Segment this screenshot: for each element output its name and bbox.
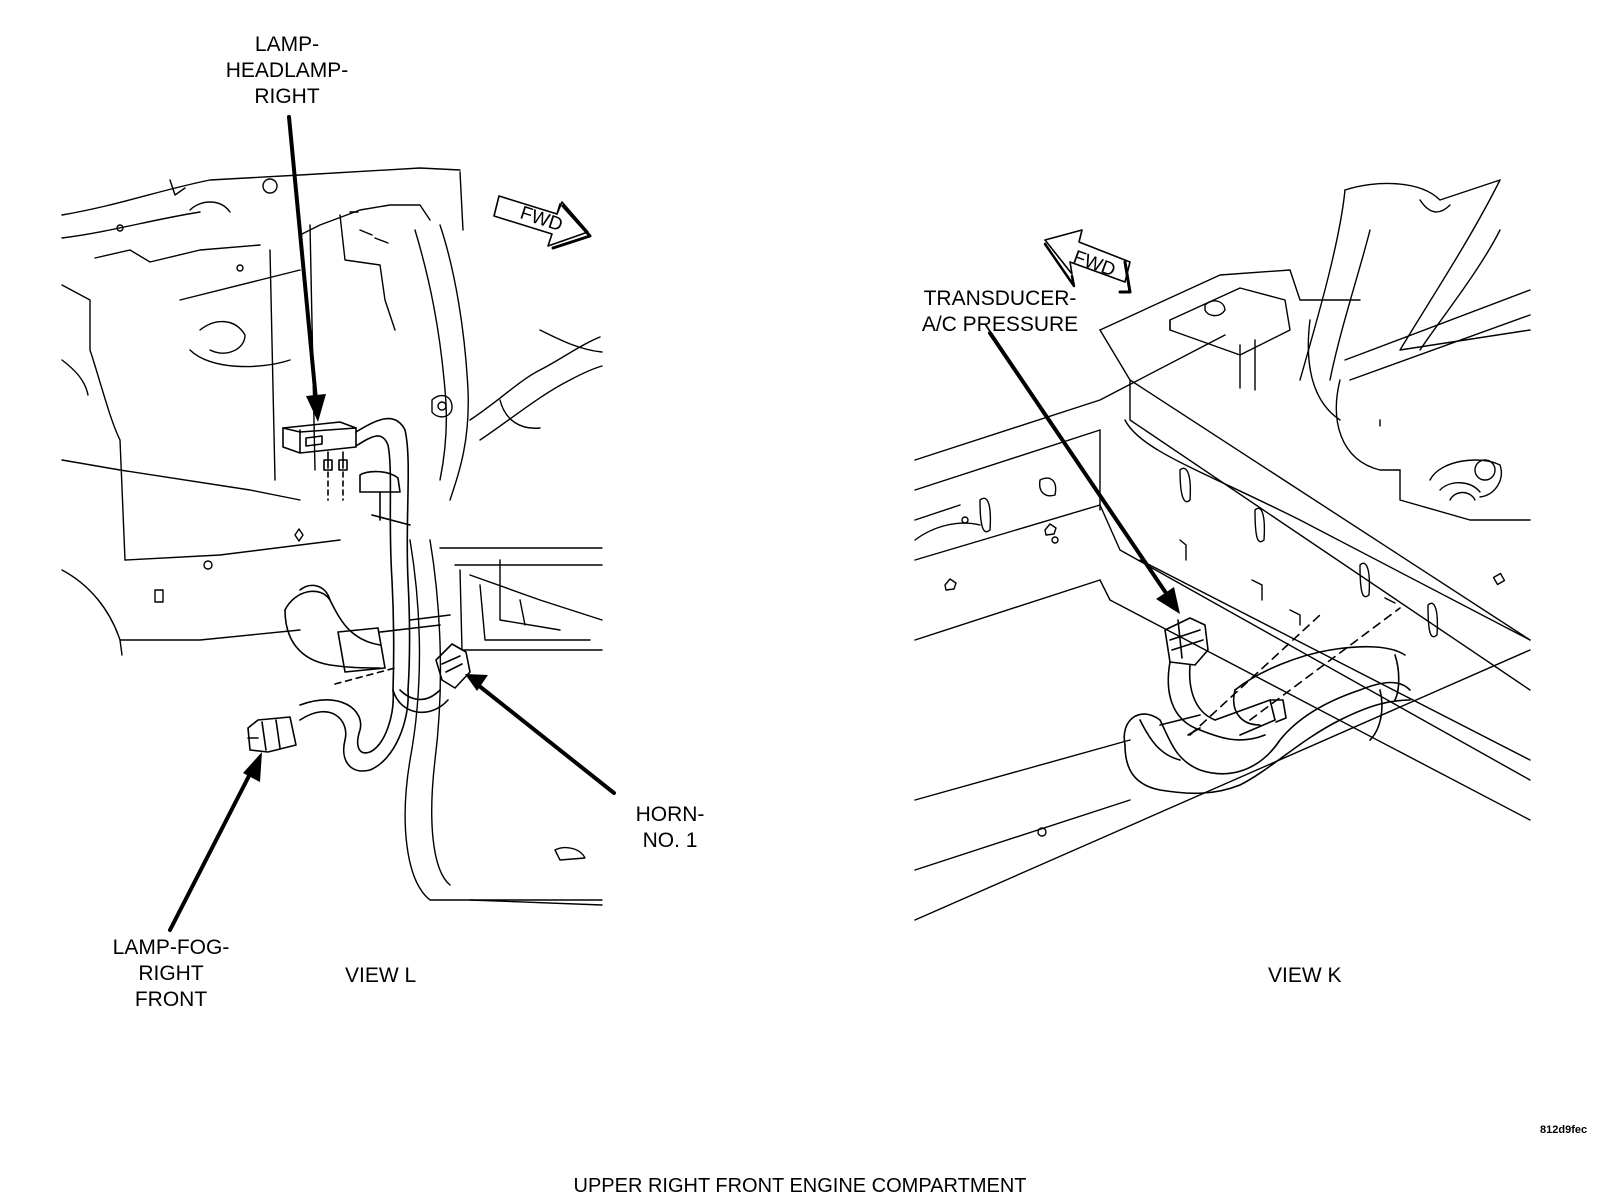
fwd-arrow-left	[493, 195, 592, 250]
view-label-k: VIEW K	[1268, 964, 1342, 987]
view-l-structure	[61, 167, 603, 906]
callout-fog-line3: FRONT	[134, 988, 208, 1011]
view-k-harness	[1123, 607, 1411, 795]
view-k-arrowheads	[1156, 587, 1180, 614]
callout-headlamp-line1: LAMP-	[254, 33, 320, 56]
fwd-arrow-right	[1043, 229, 1132, 294]
callout-horn-line2: NO. 1	[642, 829, 698, 852]
callout-horn: HORN- NO. 1	[620, 802, 720, 854]
view-l-leaders	[168, 115, 616, 932]
view-l-arrowheads	[243, 394, 488, 782]
view-label-l: VIEW L	[345, 964, 417, 987]
callout-fog-lamp: LAMP-FOG- RIGHT FRONT	[96, 935, 246, 1013]
callout-transducer-line2: A/C PRESSURE	[921, 313, 1079, 336]
callout-fog-line2: RIGHT	[138, 962, 204, 985]
callout-headlamp-line2: HEADLAMP-	[225, 59, 349, 82]
view-k-structure	[914, 179, 1531, 921]
figure-caption: UPPER RIGHT FRONT ENGINE COMPARTMENT	[573, 1175, 1027, 1197]
callout-transducer: TRANSDUCER- A/C PRESSURE	[905, 286, 1095, 338]
callout-transducer-line1: TRANSDUCER-	[923, 287, 1077, 310]
view-l-harness	[247, 417, 471, 772]
callout-headlamp-line3: RIGHT	[254, 85, 320, 108]
callout-horn-line1: HORN-	[635, 803, 705, 826]
figure-code: 812d9fec	[1540, 1124, 1588, 1136]
callout-fog-line1: LAMP-FOG-	[112, 936, 230, 959]
fwd-label-right: FWD	[1070, 247, 1118, 282]
view-k-leaders	[988, 331, 1170, 598]
callout-headlamp: LAMP- HEADLAMP- RIGHT	[222, 32, 352, 110]
